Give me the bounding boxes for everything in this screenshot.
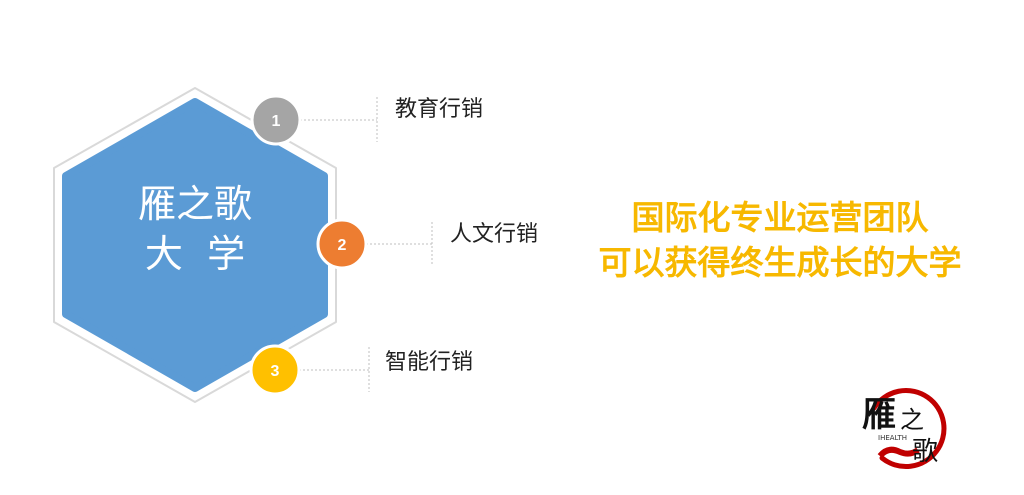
item-number-circle-3 <box>249 344 301 396</box>
item-label-2: 人文行销 <box>450 222 539 247</box>
hexagon-inner <box>62 98 328 392</box>
hexagon-title-line1: 雁之歌 <box>137 182 252 226</box>
svg-text:之: 之 <box>900 406 924 434</box>
slogan-line1: 国际化专业运营团队 <box>631 198 929 237</box>
item-number-3: 3 <box>271 363 280 380</box>
brand-logo: 雁 之 IHEALTH 歌 <box>852 378 952 476</box>
svg-text:雁: 雁 <box>862 395 896 435</box>
slogan-line2: 可以获得终生成长的大学 <box>598 243 962 282</box>
item-number-circle-2 <box>316 218 368 270</box>
item-label-1: 教育行销 <box>395 97 484 122</box>
svg-text:歌: 歌 <box>912 437 938 467</box>
item-number-1: 1 <box>272 113 281 130</box>
hexagon-title-line2: 大 学 <box>144 232 246 276</box>
item-number-circle-1 <box>250 94 302 146</box>
item-label-3: 智能行销 <box>385 350 474 375</box>
svg-text:IHEALTH: IHEALTH <box>878 434 907 442</box>
item-number-2: 2 <box>338 237 347 254</box>
